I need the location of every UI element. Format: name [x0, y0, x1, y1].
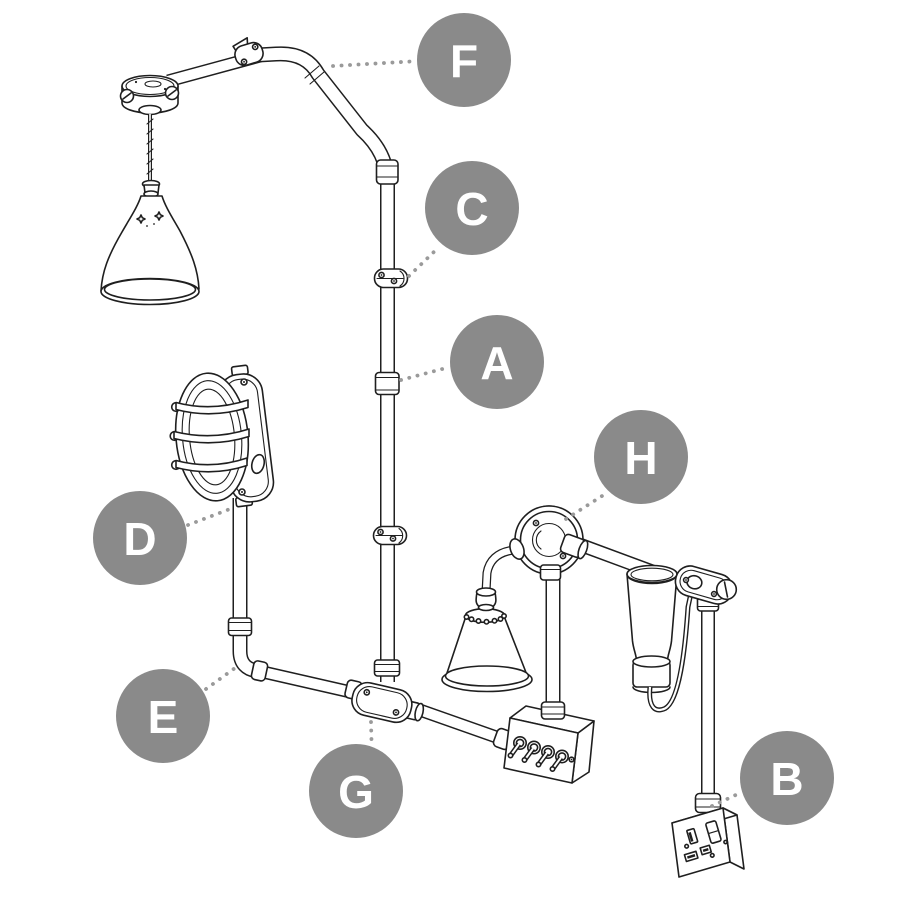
cage-bar: [173, 428, 250, 444]
pendant-lamp: [100, 74, 200, 306]
leader-h: [564, 494, 604, 521]
right-spout: [559, 533, 589, 560]
switch-box: [492, 558, 595, 784]
main-pipe: [257, 46, 395, 682]
leader-f: [331, 59, 413, 68]
elbow-ring-line: [304, 65, 320, 79]
bottom-collar: [539, 564, 562, 581]
callout-letter: D: [123, 513, 156, 565]
callout-letter: A: [480, 337, 513, 389]
cage-bar: [175, 399, 249, 415]
leader-d: [186, 507, 232, 527]
socket-drop: [696, 594, 720, 801]
leader-g: [369, 720, 374, 743]
socket-b: [671, 792, 745, 878]
socket-face-details: [683, 820, 728, 863]
toggle-switch: [535, 745, 555, 768]
leader-a: [399, 366, 448, 382]
pendant-cord: [146, 114, 154, 182]
shade-ornament: [136, 214, 146, 224]
coupling-a: [374, 371, 400, 396]
conduit-main-run: [166, 46, 399, 682]
callout-g: G: [309, 744, 403, 838]
callout-b: B: [740, 731, 834, 825]
tee-inlet-coupling: [373, 659, 401, 677]
saddle-clip-c: [373, 268, 409, 289]
leader-c: [407, 246, 440, 278]
socket-front-face: [671, 807, 731, 878]
arm-saddle-clamp: [232, 37, 264, 67]
callout-f: F: [417, 13, 511, 107]
tee-body: [351, 681, 425, 724]
toggle-switch: [549, 749, 569, 773]
through-box: [674, 565, 738, 605]
cage-bar: [175, 457, 248, 473]
shade-ornament: [154, 211, 164, 221]
elbow-e-ring: [250, 660, 269, 682]
left-branch: [227, 498, 357, 700]
junction-box-h: [509, 505, 589, 581]
switchbox-front-face: [503, 717, 579, 784]
leader-b: [710, 791, 742, 808]
bottle-pendant: [626, 564, 694, 713]
callout-letter: H: [624, 432, 657, 484]
callout-c: C: [425, 161, 519, 255]
callout-a: A: [450, 315, 544, 409]
callout-letter: E: [148, 691, 179, 743]
callout-letter: B: [770, 753, 803, 805]
wall-lamp-shade: [441, 587, 533, 693]
switchbox-top-coupling: [540, 701, 566, 720]
pendant-junction-box: [119, 74, 180, 116]
tee-box-g: [344, 659, 505, 746]
toggle-switch: [521, 740, 541, 764]
pendant-shade: [100, 179, 200, 306]
callout-h: H: [594, 410, 688, 504]
callout-d: D: [93, 491, 187, 585]
callout-letter: C: [455, 183, 488, 235]
callout-letter: F: [450, 35, 478, 87]
callout-letter: G: [338, 766, 374, 818]
cage-pipe-coupling: [227, 617, 253, 637]
cage-latch: [250, 453, 266, 475]
saddle-clip-lower: [372, 525, 408, 546]
bulkhead-light-d: [169, 364, 275, 508]
callout-e: E: [116, 669, 210, 763]
leader-e: [204, 666, 237, 691]
left-boss: [509, 538, 525, 560]
toggle-switch: [507, 736, 527, 759]
upper-coupling: [375, 159, 399, 185]
bottle-shade: [626, 573, 678, 662]
leader-lines: [186, 59, 742, 808]
